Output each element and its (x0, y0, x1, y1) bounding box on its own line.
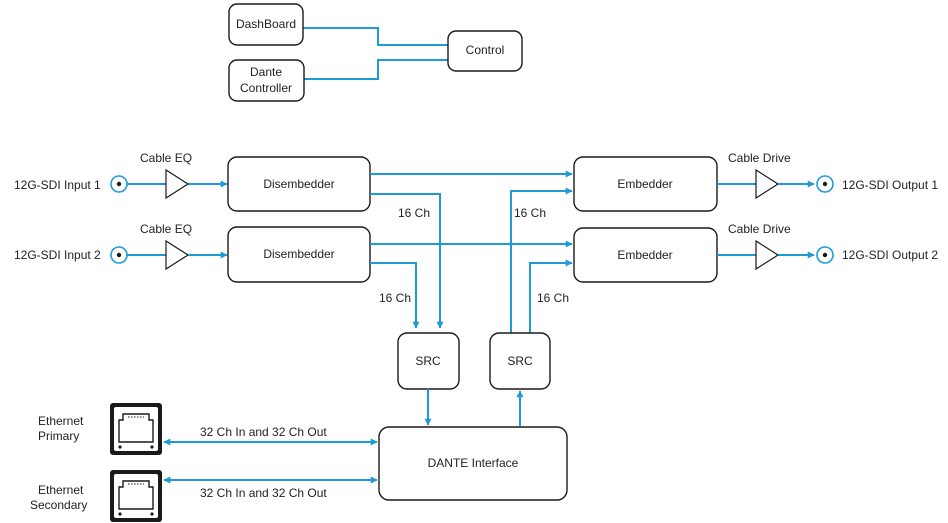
disembedder-2-label: Disembedder (263, 247, 334, 261)
cable-drive-1-label: Cable Drive (728, 151, 791, 165)
output1-connector-icon (816, 175, 834, 193)
embedder-2-label: Embedder (617, 248, 672, 262)
dante-interface-box[interactable]: DANTE Interface (378, 426, 568, 501)
src-right-box[interactable]: SRC (489, 332, 551, 390)
output1-label: 12G-SDI Output 1 (842, 178, 938, 192)
input1-label: 12G-SDI Input 1 (14, 178, 101, 192)
control-box[interactable]: Control (447, 30, 523, 72)
dante-controller-label-line1: Dante (250, 65, 282, 79)
input2-label: 12G-SDI Input 2 (14, 248, 101, 262)
input2-connector-icon (110, 246, 128, 264)
src-16ch-to-embedder2-arrow (529, 259, 573, 333)
dante-interface-label: DANTE Interface (428, 456, 519, 470)
embedder2-16ch-label: 16 Ch (537, 291, 569, 305)
src-16ch-to-embedder1-arrow (510, 187, 573, 333)
cable-eq-2-label: Cable EQ (140, 222, 192, 236)
src-left-box[interactable]: SRC (397, 332, 460, 390)
dante-controller-label-line2: Controller (240, 81, 292, 95)
output2-label: 12G-SDI Output 2 (842, 248, 938, 262)
embedder-1-box[interactable]: Embedder (573, 156, 718, 212)
dashboard-box[interactable]: DashBoard (228, 3, 304, 46)
disembedder2-16ch-label: 16 Ch (379, 291, 411, 305)
disembedder-1-box[interactable]: Disembedder (227, 156, 371, 212)
input1-connector-icon (110, 175, 128, 193)
dante-controller-to-control-line (304, 59, 448, 80)
disembedder1-16ch-label: 16 Ch (398, 206, 430, 220)
cable-drive-1-amplifier-icon (755, 168, 780, 200)
ethernet-primary-label-line1: Ethernet (38, 414, 84, 428)
disembedder1-16ch-to-src-arrow (370, 193, 444, 329)
cable-drive-2-label: Cable Drive (728, 222, 791, 236)
disembedder-1-label: Disembedder (263, 177, 334, 191)
ethernet-primary-port-icon (110, 403, 162, 455)
embedder1-16ch-label: 16 Ch (514, 206, 546, 220)
ethernet-secondary-channel-label: 32 Ch In and 32 Ch Out (200, 486, 327, 500)
disembedder2-16ch-to-src-arrow (370, 262, 420, 329)
cable-eq-1-label: Cable EQ (140, 151, 192, 165)
ethernet-primary-channel-label: 32 Ch In and 32 Ch Out (200, 425, 327, 439)
ethernet-secondary-label-line2: Secondary (30, 498, 87, 512)
cable-drive-2-amplifier-icon (755, 239, 780, 271)
src-right-label: SRC (507, 354, 533, 368)
output2-connector-icon (816, 246, 834, 264)
ethernet-secondary-label-line1: Ethernet (38, 483, 84, 497)
dante-controller-box[interactable]: Dante Controller (228, 59, 305, 102)
embedder-2-box[interactable]: Embedder (573, 227, 718, 283)
ethernet-secondary-port-icon (110, 470, 162, 522)
disembedder-2-box[interactable]: Disembedder (227, 226, 371, 283)
ethernet-primary-label-line2: Primary (38, 429, 79, 443)
embedder-1-label: Embedder (617, 177, 672, 191)
src-left-label: SRC (415, 354, 441, 368)
control-label: Control (466, 43, 505, 57)
cable-eq-1-amplifier-icon (165, 168, 190, 200)
dashboard-to-control-line (303, 27, 448, 46)
dashboard-label: DashBoard (236, 17, 296, 31)
cable-eq-2-amplifier-icon (165, 239, 190, 271)
